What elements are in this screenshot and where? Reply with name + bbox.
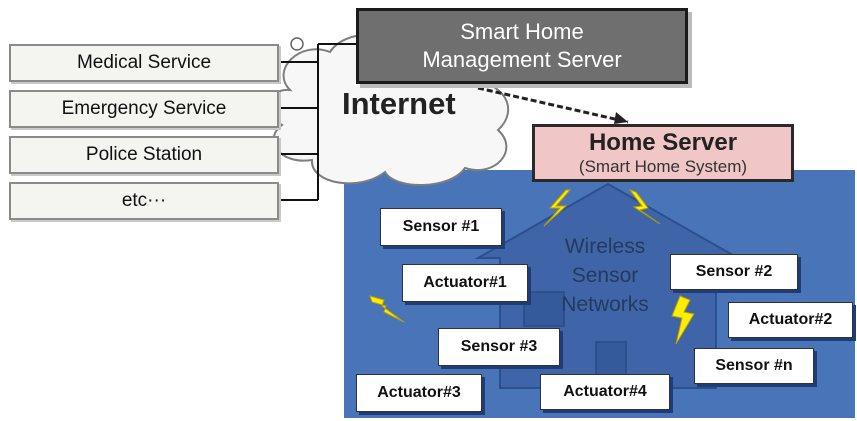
actuator-4-box: Actuator#4 [540, 374, 670, 410]
internet-label: Internet [342, 86, 456, 121]
mgmt-to-home-link [477, 86, 629, 124]
sensor-2-box: Sensor #2 [670, 254, 798, 290]
connector-icon [290, 37, 304, 51]
management-server-line1: Smart Home [460, 19, 584, 44]
lightning-icons [369, 189, 695, 345]
sensor-1-box: Sensor #1 [380, 208, 502, 246]
wsn-label-line1: Wireless [564, 235, 646, 258]
lightning-icon [369, 295, 405, 323]
lightning-icon [628, 189, 661, 225]
service-connection-lines [279, 43, 356, 201]
home-server-box: Home Server (Smart Home System) [532, 124, 794, 182]
home-server-title: Home Server [588, 129, 738, 156]
actuator-2-box: Actuator#2 [728, 302, 853, 338]
wsn-label-line3: Networks [561, 293, 649, 316]
lightning-icon [671, 295, 695, 345]
wsn-label-line2: Sensor [571, 264, 639, 287]
home-server-subtitle: (Smart Home System) [578, 157, 748, 176]
medical-service-box: Medical Service [9, 44, 279, 82]
police-station-box: Police Station [9, 136, 279, 174]
lightning-icon [543, 189, 572, 227]
etc-service-box: etc··· [9, 182, 279, 220]
sensor-n-box: Sensor #n [694, 348, 814, 384]
sensor-3-box: Sensor #3 [438, 328, 560, 366]
actuator-1-box: Actuator#1 [402, 264, 528, 302]
management-server-line2: Management Server [422, 47, 622, 72]
mgmt-to-home-arrowhead [614, 112, 628, 124]
management-server-box: Smart Home Management Server [356, 8, 688, 84]
emergency-service-box: Emergency Service [9, 90, 279, 128]
actuator-3-box: Actuator#3 [356, 374, 482, 412]
wsn-label: Wireless Sensor Networks [530, 232, 680, 319]
